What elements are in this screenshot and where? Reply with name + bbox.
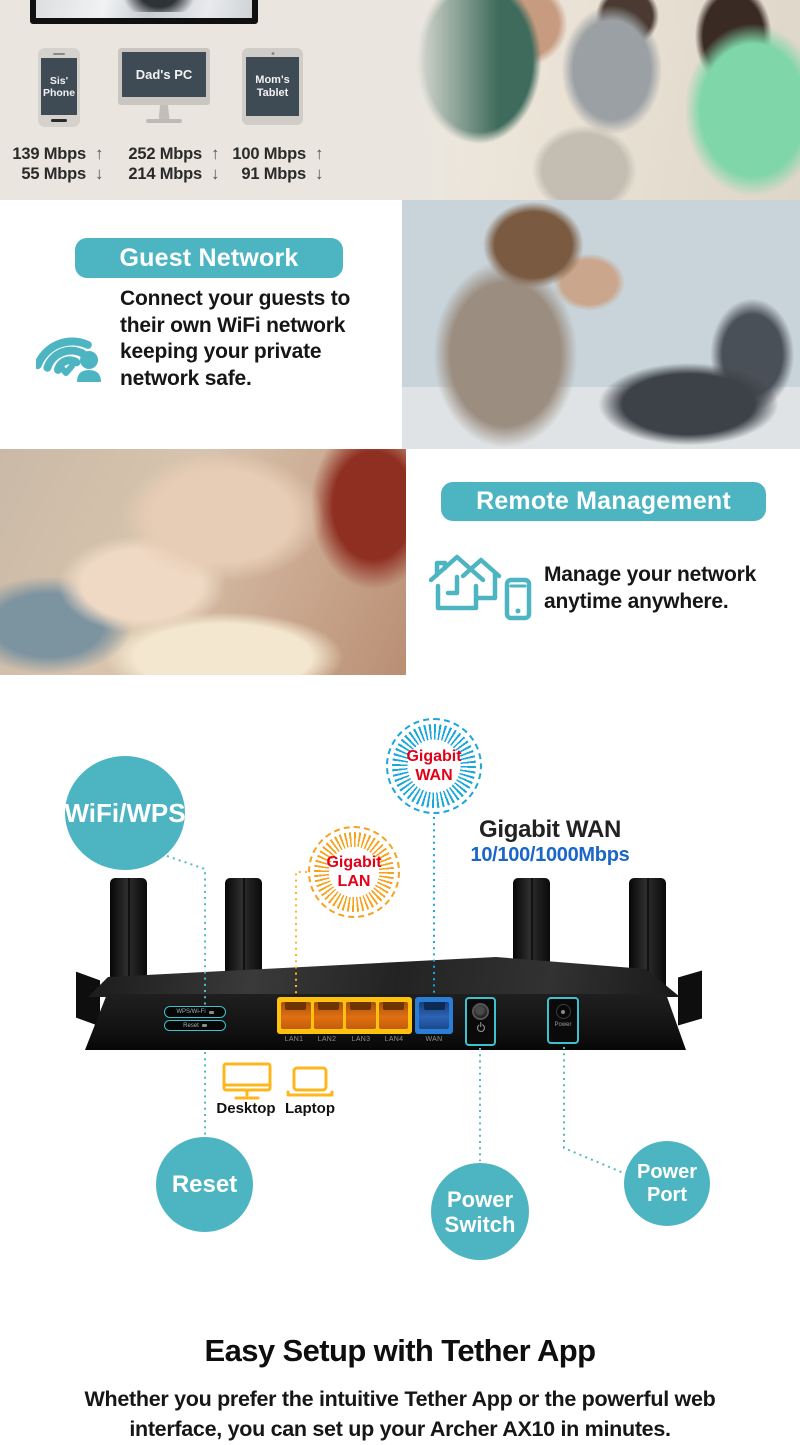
pc-download-speed: 214 Mbps↓: [128, 164, 220, 183]
power-port-callout: Power Port: [624, 1141, 710, 1226]
phone-upload-speed: 139 Mbps↑: [12, 144, 104, 163]
phone-device-label: Sis' Phone: [41, 58, 77, 115]
up-arrow-icon: ↑: [211, 144, 220, 163]
power-label: Power: [554, 1022, 572, 1028]
speed-demo-section: Sis' Phone Dad's PC Mom's Tablet 139 Mbp…: [0, 0, 800, 200]
easy-setup-section: Easy Setup with Tether App Whether you p…: [0, 1300, 800, 1445]
remote-management-section: Remote Management Manage your network an…: [0, 449, 800, 676]
guest-network-title: Guest Network: [75, 238, 343, 278]
gigabit-wan-badge: Gigabit WAN: [386, 718, 482, 814]
desktop-icon: [222, 1062, 272, 1100]
reset-callout: Reset: [156, 1137, 253, 1232]
laptop-icon: [286, 1066, 334, 1097]
laptop-label: Laptop: [285, 1100, 335, 1117]
router-image: WPS/Wi-Fi Reset LAN1 LAN2 LAN3 LAN4 WAN: [0, 676, 800, 1300]
tv-screen: [30, 0, 258, 24]
wifi-wps-callout: WiFi/WPS: [64, 756, 186, 870]
tablet-download-speed: 91 Mbps↓: [241, 164, 324, 183]
callout-connector-lines: [166, 817, 627, 1175]
lan2-port: [313, 1002, 343, 1029]
lan3-port: [346, 1002, 376, 1029]
down-arrow-icon: ↓: [211, 164, 220, 183]
tablet-device-icon: Mom's Tablet: [242, 48, 303, 125]
lan4-label: LAN4: [384, 1036, 404, 1043]
wps-wifi-button: WPS/Wi-Fi: [164, 1006, 226, 1018]
remote-management-description: Manage your network anytime anywhere.: [544, 563, 757, 613]
power-port-jack: Power: [547, 997, 579, 1044]
lan3-label: LAN3: [351, 1036, 371, 1043]
desktop-label: Desktop: [216, 1100, 276, 1117]
power-switch-callout: Power Switch: [431, 1163, 529, 1260]
gigabit-lan-badge: Gigabit LAN: [308, 826, 400, 918]
lan2-label: LAN2: [317, 1036, 337, 1043]
power-symbol-icon: [476, 1024, 485, 1032]
guest-wifi-icon: [36, 337, 101, 382]
woman-laptop-photo: [402, 200, 800, 449]
lan1-label: LAN1: [284, 1036, 304, 1043]
down-arrow-icon: ↓: [95, 164, 104, 183]
remote-management-title: Remote Management: [441, 482, 766, 521]
up-arrow-icon: ↑: [95, 144, 104, 163]
tablet-device-label: Mom's Tablet: [246, 57, 299, 116]
gigabit-wan-speed: 10/100/1000Mbps: [470, 844, 630, 866]
phone-device-icon: Sis' Phone: [38, 48, 80, 127]
lan-ports: [277, 997, 412, 1034]
desktop-device-icon: Dad's PC: [118, 48, 210, 123]
tablet-upload-speed: 100 Mbps↑: [232, 144, 324, 163]
phone-download-speed: 55 Mbps↓: [21, 164, 104, 183]
router-diagram-section: WPS/Wi-Fi Reset LAN1 LAN2 LAN3 LAN4 WAN: [0, 676, 800, 1300]
wan-port: [415, 997, 453, 1034]
lan4-port: [378, 1002, 408, 1029]
wan-label: WAN: [425, 1036, 443, 1043]
lan1-port: [281, 1002, 311, 1029]
guest-network-section: Guest Network Connect your guests to the…: [0, 200, 800, 449]
easy-setup-description: Whether you prefer the intuitive Tether …: [84, 1387, 716, 1441]
reset-button: Reset: [164, 1020, 226, 1031]
down-arrow-icon: ↓: [315, 164, 324, 183]
easy-setup-title: Easy Setup with Tether App: [204, 1333, 597, 1368]
up-arrow-icon: ↑: [315, 144, 324, 163]
finger-tablet-photo: [0, 449, 406, 675]
power-switch-button: [465, 997, 496, 1046]
gigabit-wan-title: Gigabit WAN: [478, 816, 622, 843]
guest-network-description: Connect your guests to their own WiFi ne…: [120, 287, 351, 390]
home-phone-icon: [428, 554, 532, 621]
pc-upload-speed: 252 Mbps↑: [128, 144, 220, 163]
family-gaming-photo: [408, 0, 800, 200]
desktop-device-label: Dad's PC: [122, 52, 206, 97]
tv-motocross-image: [122, 0, 196, 12]
